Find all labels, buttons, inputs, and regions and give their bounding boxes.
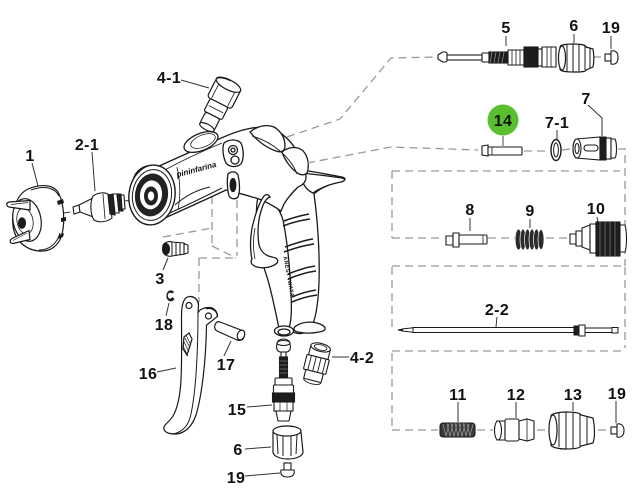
svg-text:19: 19 bbox=[227, 470, 246, 487]
svg-text:18: 18 bbox=[155, 317, 174, 334]
svg-text:16: 16 bbox=[139, 366, 158, 383]
svg-text:5: 5 bbox=[501, 20, 510, 37]
svg-text:12: 12 bbox=[507, 387, 526, 404]
svg-text:1: 1 bbox=[25, 148, 34, 165]
svg-text:7-1: 7-1 bbox=[545, 115, 569, 132]
svg-text:13: 13 bbox=[564, 387, 583, 404]
svg-text:14: 14 bbox=[494, 113, 513, 130]
svg-text:6: 6 bbox=[569, 18, 578, 35]
svg-text:19: 19 bbox=[602, 20, 621, 37]
svg-text:2-1: 2-1 bbox=[75, 137, 99, 154]
svg-text:19: 19 bbox=[608, 386, 627, 403]
svg-text:6: 6 bbox=[233, 442, 242, 459]
svg-text:10: 10 bbox=[587, 201, 606, 218]
svg-text:17: 17 bbox=[217, 357, 236, 374]
svg-text:11: 11 bbox=[449, 387, 467, 404]
svg-text:9: 9 bbox=[525, 203, 534, 220]
svg-text:4-1: 4-1 bbox=[157, 70, 181, 87]
svg-text:3: 3 bbox=[155, 271, 164, 288]
svg-text:15: 15 bbox=[228, 402, 247, 419]
svg-text:4-2: 4-2 bbox=[350, 350, 374, 367]
svg-text:2-2: 2-2 bbox=[485, 302, 509, 319]
svg-text:7: 7 bbox=[581, 91, 590, 108]
svg-text:8: 8 bbox=[465, 202, 474, 219]
